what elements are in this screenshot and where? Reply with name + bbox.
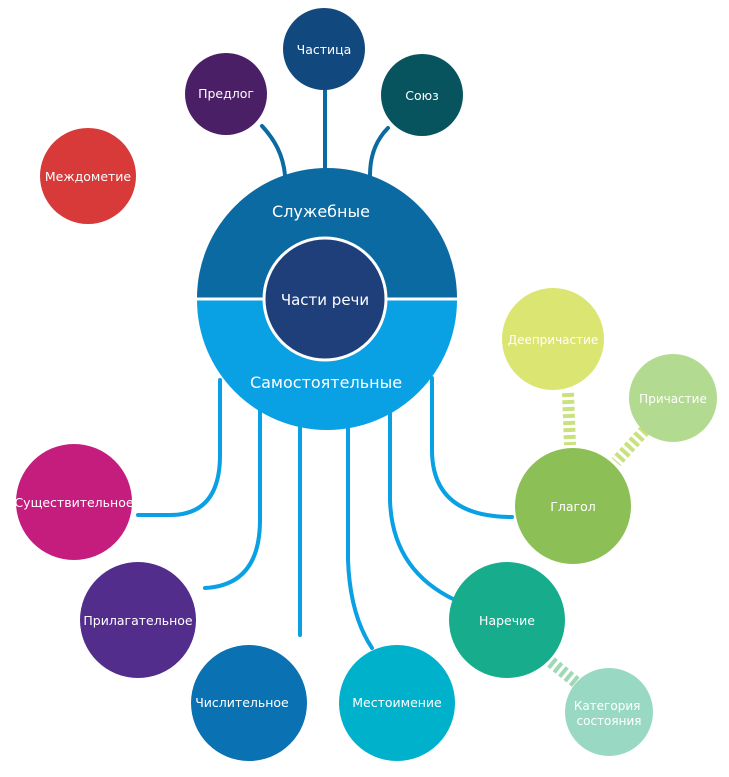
node-glagol-label: Глагол [550, 499, 595, 514]
node-chislitelnoe-circle [191, 645, 307, 761]
main-circle-bottom-half [197, 300, 457, 430]
node-sushchestvitelnoe: Существительное [14, 444, 134, 560]
node-chislitelnoe: Числительное [191, 645, 307, 761]
center-circle [262, 236, 388, 362]
independent-connectors [136, 376, 514, 650]
sub-connectors [547, 392, 650, 689]
service-connectors [260, 88, 390, 177]
node-mestoimenie: Местоимение [339, 645, 455, 761]
node-mestoimenie-label: Местоимение [352, 695, 442, 710]
node-predlog-circle [185, 53, 267, 135]
dash-prichastie [611, 425, 650, 467]
center-label: Части речи [281, 291, 369, 309]
node-narechie: Наречие [449, 562, 565, 678]
node-prilagatelnoe: Прилагательное [80, 562, 196, 678]
node-kategoriya: Категория состояния [565, 668, 653, 756]
node-mestoimenie-circle [339, 645, 455, 761]
node-prichastie-label: Причастие [639, 392, 707, 406]
node-mezhdometie-circle [40, 128, 136, 224]
node-soyuz: Союз [381, 54, 463, 136]
node-sushchestvitelnoe-label: Существительное [14, 495, 133, 510]
node-deeprichastie-label: Деепричастие [508, 333, 599, 347]
connector-prilagatelnoe [203, 403, 262, 590]
node-kategoriya-circle [565, 668, 653, 756]
node-kategoriya-label: Категория состояния [574, 699, 644, 728]
connector-glagol [430, 376, 514, 519]
dash-deeprichastie [562, 392, 576, 446]
connector-sushchestvitelnoe [136, 378, 222, 517]
main-circle: Служебные Самостоятельные Части речи [197, 168, 457, 430]
bottom-half-label: Самостоятельные [250, 373, 402, 392]
node-soyuz-label: Союз [405, 88, 439, 103]
node-prilagatelnoe-label: Прилагательное [83, 613, 192, 628]
node-narechie-circle [449, 562, 565, 678]
node-chastitsa-circle [283, 8, 365, 90]
node-deeprichastie-circle [502, 288, 604, 390]
node-sushchestvitelnoe-circle [16, 444, 132, 560]
node-prichastie-circle [629, 354, 717, 442]
node-chastitsa-label: Частица [297, 42, 352, 57]
node-glagol: Глагол [515, 448, 631, 564]
connector-soyuz [368, 126, 390, 177]
node-glagol-circle [515, 448, 631, 564]
node-chislitelnoe-label: Числительное [195, 695, 289, 710]
main-circle-top-half [197, 168, 457, 298]
node-predlog: Предлог [185, 53, 267, 135]
node-predlog-label: Предлог [198, 86, 254, 101]
node-mezhdometie-label: Междометие [45, 169, 132, 184]
node-chastitsa: Частица [283, 8, 365, 90]
node-kategoriya-label-line-2: состояния [577, 714, 642, 728]
node-prilagatelnoe-circle [80, 562, 196, 678]
dash-kategoriya [547, 657, 582, 689]
top-half-label: Служебные [272, 202, 370, 221]
node-soyuz-circle [381, 54, 463, 136]
node-narechie-label: Наречие [479, 613, 535, 628]
node-kategoriya-label-line-1: Категория [574, 699, 641, 713]
connector-predlog [260, 124, 287, 177]
connector-narechie [388, 408, 457, 602]
node-prichastie: Причастие [629, 354, 717, 442]
node-deeprichastie: Деепричастие [502, 288, 604, 390]
connector-mestoimenie [346, 426, 374, 650]
node-mezhdometie: Междометие [40, 128, 136, 224]
